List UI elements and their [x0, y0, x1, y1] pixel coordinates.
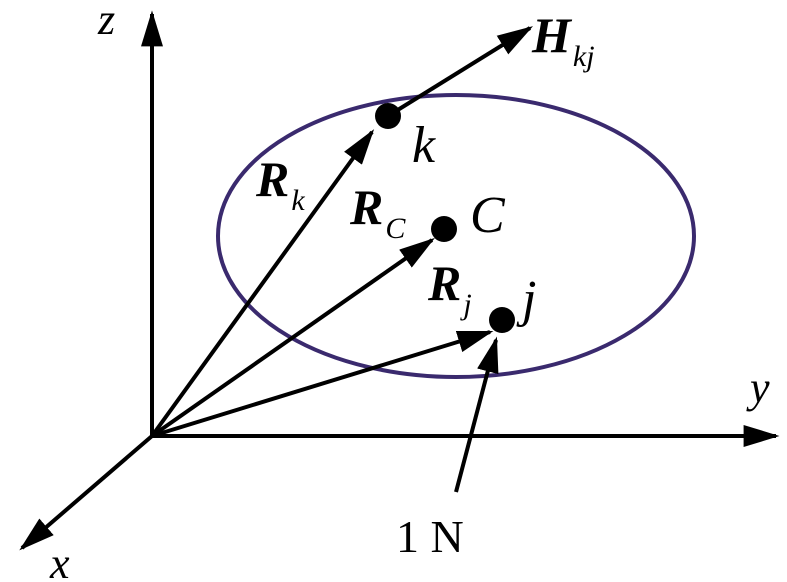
- point-j-dot: [489, 307, 515, 333]
- z-axis-label: z: [97, 0, 115, 44]
- rj-label-sub: j: [459, 288, 471, 321]
- unit-force-vector: [454, 336, 499, 493]
- y-axis-label: y: [746, 363, 770, 412]
- x-axis: [19, 434, 154, 551]
- point-k-label: k: [412, 117, 436, 174]
- point-j-label: j: [516, 271, 536, 328]
- rk-label-main: R: [255, 151, 289, 207]
- hkj-label: Hkj: [531, 7, 595, 73]
- rk-label: Rk: [255, 151, 305, 217]
- rj-label: Rj: [427, 255, 472, 321]
- rj-vector: [151, 330, 494, 438]
- rc-label-sub: C: [385, 212, 406, 245]
- rk-label-sub: k: [291, 184, 305, 217]
- point-c-dot: [431, 216, 457, 242]
- rk-vector: [150, 129, 375, 438]
- point-k-dot: [375, 103, 401, 129]
- rc-label: RC: [349, 179, 406, 245]
- rc-vector: [150, 237, 435, 438]
- point-c-label: C: [470, 187, 506, 244]
- x-axis-label: x: [49, 539, 70, 582]
- body-ellipse: [216, 93, 696, 379]
- force-label: 1 N: [396, 511, 464, 562]
- hkj-label-main: H: [531, 7, 573, 63]
- rc-label-main: R: [349, 179, 383, 235]
- hkj-label-sub: kj: [573, 40, 595, 73]
- hkj-vector: [386, 26, 534, 118]
- rj-label-main: R: [427, 255, 461, 311]
